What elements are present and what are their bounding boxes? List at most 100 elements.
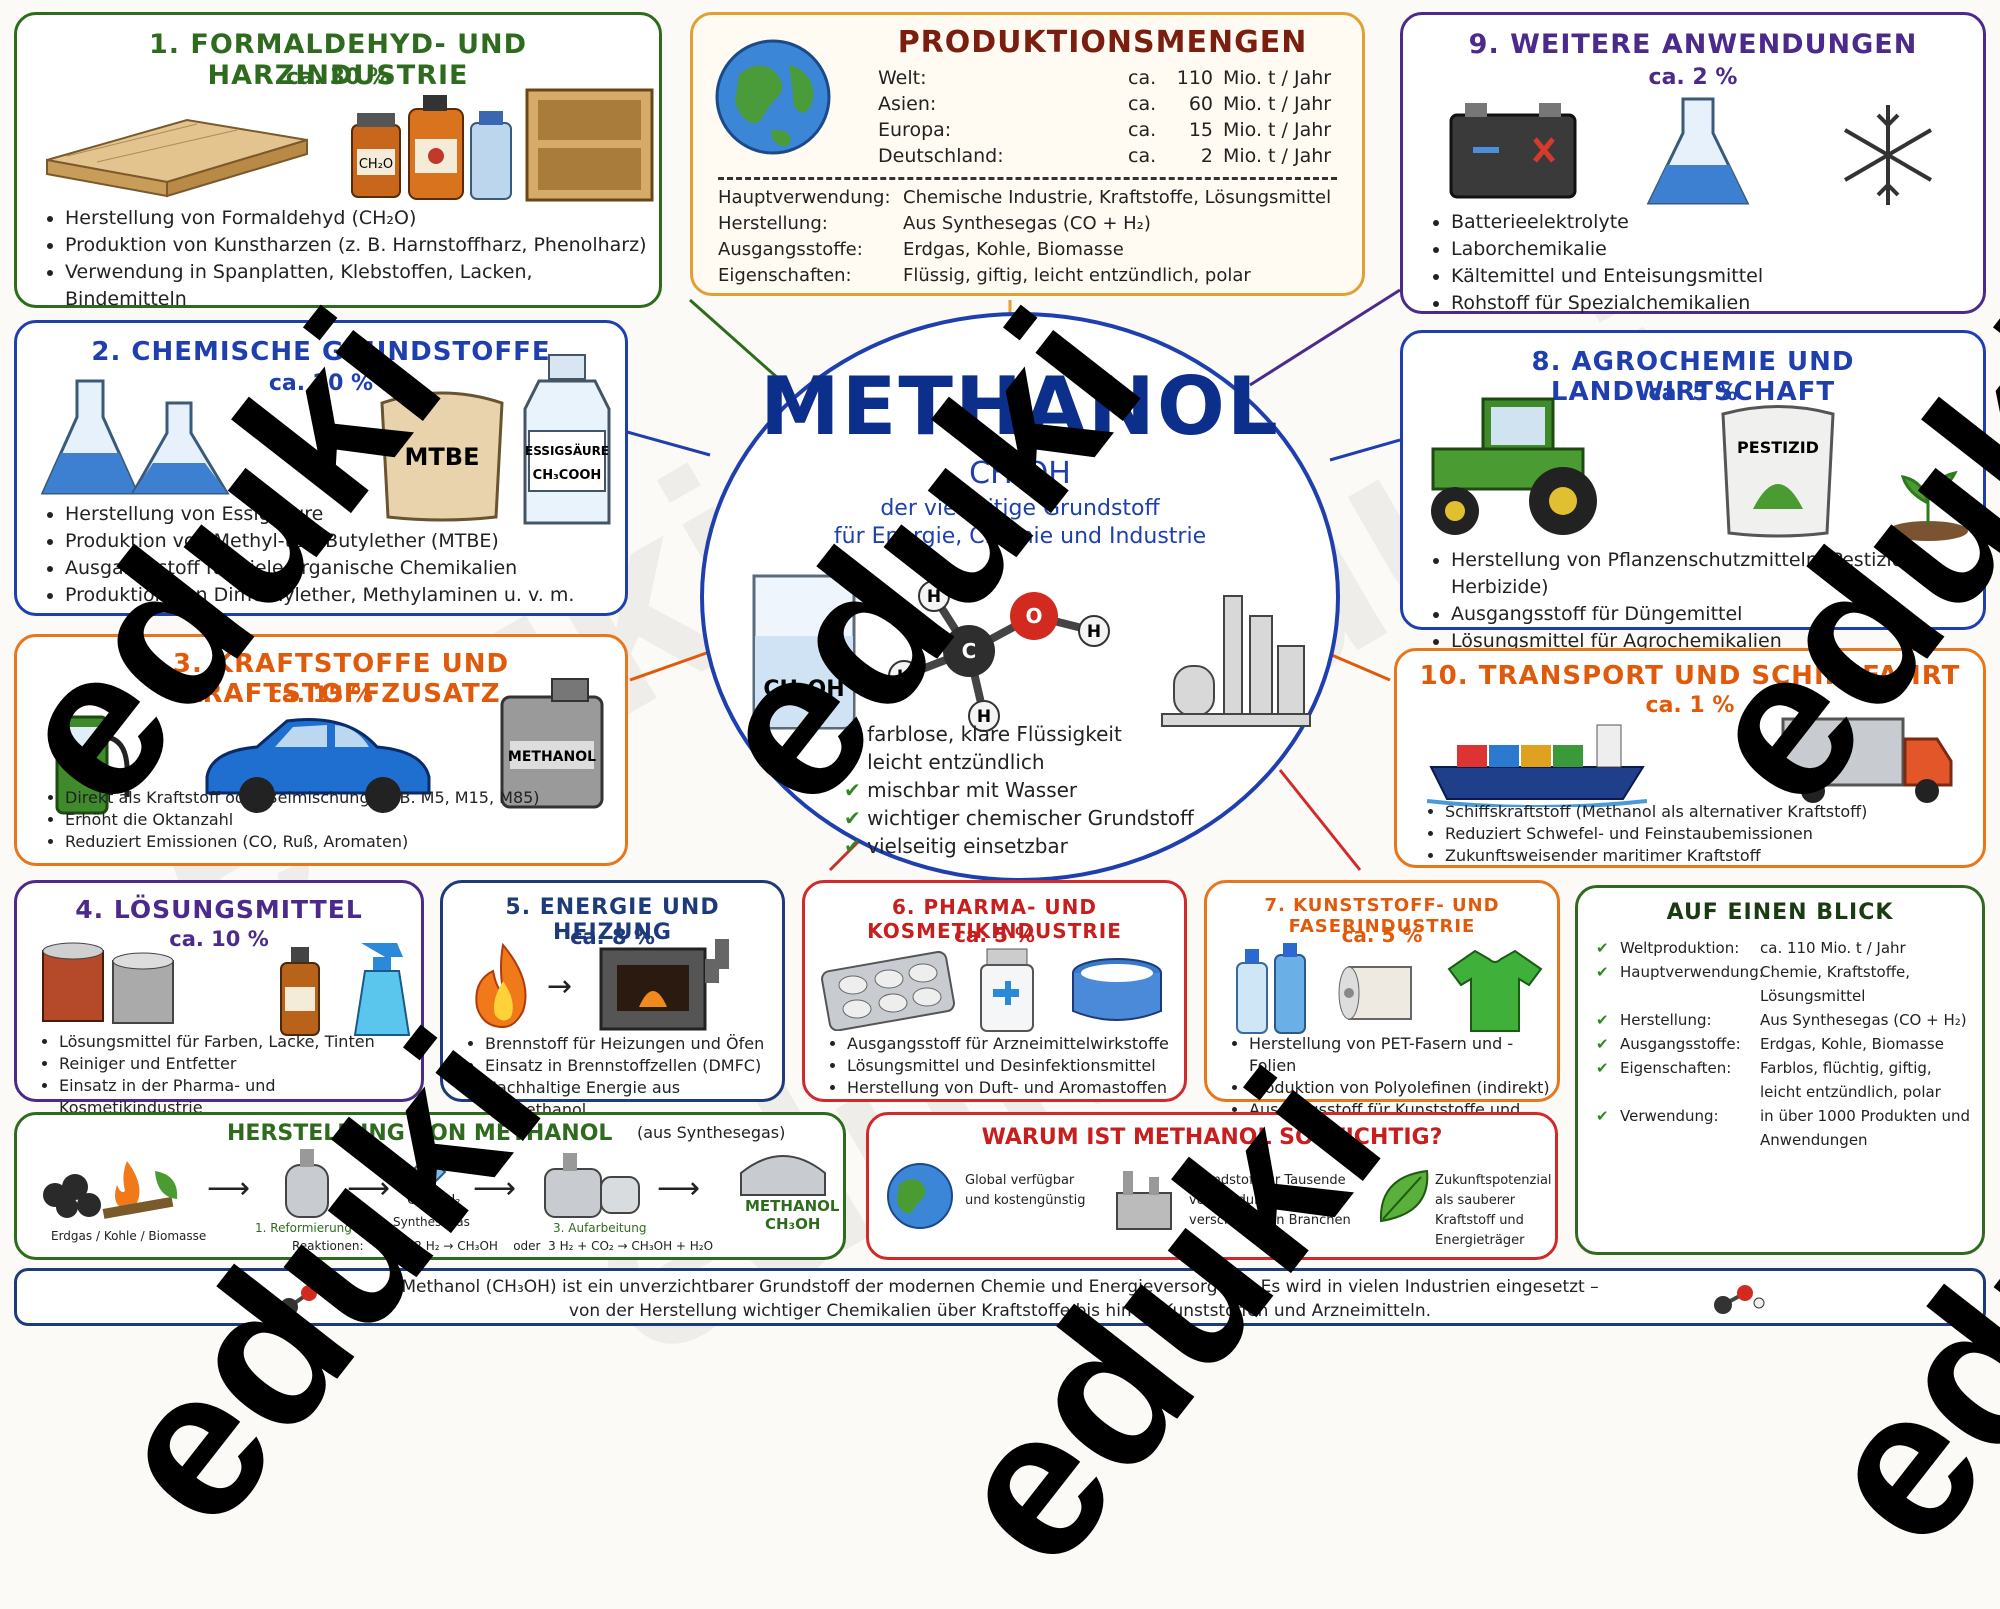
center-subtitle-1: der vielseitige Grundstoff	[880, 496, 1160, 521]
property-item: vielseitig einsetzbar	[867, 834, 1068, 858]
product-formula: CH₃OH	[765, 1215, 821, 1233]
section-title: 2. CHEMISCHE GRUNDSTOFFE	[91, 337, 551, 367]
reactions-row: Reaktionen: CO + 2 H₂ → CH₃OH oder 3 H₂ …	[292, 1239, 713, 1253]
bottle-label: ESSIGSÄURE	[525, 443, 609, 458]
mtbe-bag-illustration: MTBE	[380, 391, 504, 522]
atom-c: C	[962, 639, 977, 663]
glance-key: Herstellung:	[1620, 1011, 1712, 1029]
amount: 15	[1188, 119, 1213, 141]
acetic-acid-bottle-illustration: ESSIGSÄURE CH₃COOH	[523, 354, 611, 525]
arrow-icon: →	[547, 969, 573, 1004]
list-item: Lösungsmittel für Agrochemikalien	[1451, 628, 1983, 655]
section-title: 7. KUNSTSTOFF- UND FASERINDUSTRIE	[1264, 895, 1500, 937]
list-item: Herstellung von Essigsäure	[65, 501, 574, 528]
jar-label: CH₂O	[359, 157, 393, 172]
leaf-icon	[1379, 1169, 1429, 1223]
chemical-bottles-illustration: CH₂O	[351, 95, 512, 200]
section-list: Herstellung von Formaldehyd (CH₂O) Produ…	[37, 205, 659, 313]
chemical-plant-illustration	[1161, 595, 1311, 727]
section-percent: ca. 15 %	[268, 683, 374, 708]
atom-h: H	[977, 707, 991, 727]
list-item: Herstellung von Duft- und Aromastoffen	[847, 1077, 1169, 1099]
unit: Mio. t / Jahr	[1223, 119, 1332, 141]
section-list: Batterieelektrolyte Laborchemikalie Kält…	[1423, 209, 1763, 317]
syngas-label: Synthesegas	[393, 1215, 470, 1229]
section-list: Brennstoff für Heizungen und Öfen Einsat…	[457, 1033, 782, 1121]
section-pharma-cosmetics: 6. PHARMA- UND KOSMETIKINDUSTRIE ca. 5 %…	[802, 880, 1187, 1102]
section-title: 1. FORMALDEHYD- UND HARZINDUSTRIE	[148, 29, 528, 91]
wooden-shelf-illustration	[525, 88, 654, 202]
bag-label: PESTIZID	[1737, 438, 1819, 457]
region: Asien:	[878, 93, 937, 115]
list-item: Lösungsmittel für Farben, Lacke, Tinten	[59, 1031, 421, 1053]
list-item: Einsatz in Brennstoffzellen (DMFC)	[485, 1055, 782, 1077]
list-item: Reduziert Emissionen (CO, Ruß, Aromaten)	[65, 831, 540, 853]
region: Deutschland:	[878, 145, 1004, 167]
glance-key: Verwendung:	[1620, 1107, 1719, 1125]
section-fuels: 3. KRAFTSTOFFE UND KRAFTSTOFFZUSATZ ca. …	[14, 634, 628, 866]
atom-h: H	[927, 587, 941, 607]
list-item: Herstellung von Pflanzenschutzmitteln (P…	[1451, 547, 1983, 601]
glance-title: AUF EINEN BLICK	[1666, 900, 1894, 925]
check-icon: ✔	[844, 722, 861, 746]
section-percent: ca. 8 %	[570, 925, 655, 949]
reaction-or: oder	[513, 1239, 541, 1253]
why-point-2: Grundstoff für Tausende von Produkten in…	[1189, 1173, 1351, 1228]
truck-illustration	[1781, 717, 1953, 803]
check-icon: ✔	[1596, 1059, 1609, 1077]
bag-label: MTBE	[405, 443, 480, 471]
flask-icon	[1646, 97, 1750, 205]
flame-icon	[475, 942, 527, 1029]
beaker-label: CH₃OH	[763, 677, 844, 702]
storage-tank-icon	[740, 1155, 826, 1196]
section-title: 8. AGROCHEMIE UND LANDWIRTSCHAFT	[1531, 347, 1855, 407]
check-icon: ✔	[1596, 963, 1609, 981]
section-other-applications: 9. WEITERE ANWENDUNGEN ca. 2 % Batteriee…	[1400, 12, 1986, 314]
fuel-pump-illustration	[55, 715, 130, 815]
ca: ca.	[1128, 119, 1157, 141]
fact-value: Flüssig, giftig, leicht entzündlich, pol…	[903, 265, 1251, 286]
check-icon: ✔	[1596, 1035, 1609, 1053]
fact-value: Erdgas, Kohle, Biomasse	[903, 239, 1124, 260]
section-percent: ca. 5 %	[954, 923, 1035, 947]
medicine-bottle-icon	[980, 948, 1034, 1032]
list-item: Ausgangsstoff für viele organische Chemi…	[65, 555, 574, 582]
glance-key: Hauptverwendung:	[1620, 963, 1764, 981]
pesticide-bag-illustration: PESTIZID	[1721, 405, 1835, 538]
list-item: Brennstoff für Heizungen und Öfen	[485, 1033, 782, 1055]
list-item: Zukunftsweisender maritimer Kraftstoff	[1445, 845, 1867, 867]
why-important-panel: WARUM IST METHANOL SO WICHTIG? Global ve…	[866, 1112, 1558, 1260]
check-icon: ✔	[1596, 1107, 1609, 1125]
list-item: Produktion von Dimethylether, Methylamin…	[65, 582, 574, 609]
amber-bottle-icon	[280, 947, 320, 1036]
check-icon: ✔	[844, 806, 861, 830]
fact-value: Aus Synthesegas (CO + H₂)	[903, 213, 1151, 234]
unit: Mio. t / Jahr	[1223, 145, 1332, 167]
glance-value: ca. 110 Mio. t / Jahr	[1760, 939, 1906, 957]
seedling-icon	[1888, 470, 1968, 541]
glance-value: in über 1000 Produkten und Anwendungen	[1760, 1107, 1971, 1149]
methanol-title: METHANOL	[760, 360, 1280, 453]
glance-key: Eigenschaften:	[1620, 1059, 1732, 1077]
glance-key: Weltproduktion:	[1620, 939, 1740, 957]
property-item: wichtiger chemischer Grundstoff	[867, 806, 1194, 830]
arrow-icon: ⟶	[657, 1171, 701, 1206]
amount: 2	[1200, 145, 1213, 167]
list-item: Reiniger und Entfetter	[59, 1053, 421, 1075]
check-icon: ✔	[844, 778, 861, 802]
check-icon: ✔	[1596, 939, 1609, 957]
section-list: Schiffskraftstoff (Methanol als alternat…	[1417, 801, 1867, 867]
atom-o: O	[1025, 604, 1042, 628]
amount: 110	[1176, 67, 1213, 89]
glance-value: Farblos, flüchtig, giftig, leicht entzün…	[1760, 1059, 1941, 1101]
section-percent: ca. 30 %	[285, 65, 391, 90]
arrow-icon: ⟶	[207, 1171, 251, 1206]
production-process-panel: HERSTELLUNG VON METHANOL (aus Synthesega…	[14, 1112, 846, 1260]
fact-key: Eigenschaften:	[718, 265, 852, 286]
list-item: Kältemittel und Enteisungsmittel	[1451, 263, 1763, 290]
section-solvents: 4. LÖSUNGSMITTEL ca. 10 % Lösungsmittel …	[14, 880, 424, 1117]
list-item: Laborchemikalie	[1451, 236, 1763, 263]
factory-icon	[1116, 1171, 1172, 1230]
glance-key: Ausgangsstoffe:	[1620, 1035, 1741, 1053]
